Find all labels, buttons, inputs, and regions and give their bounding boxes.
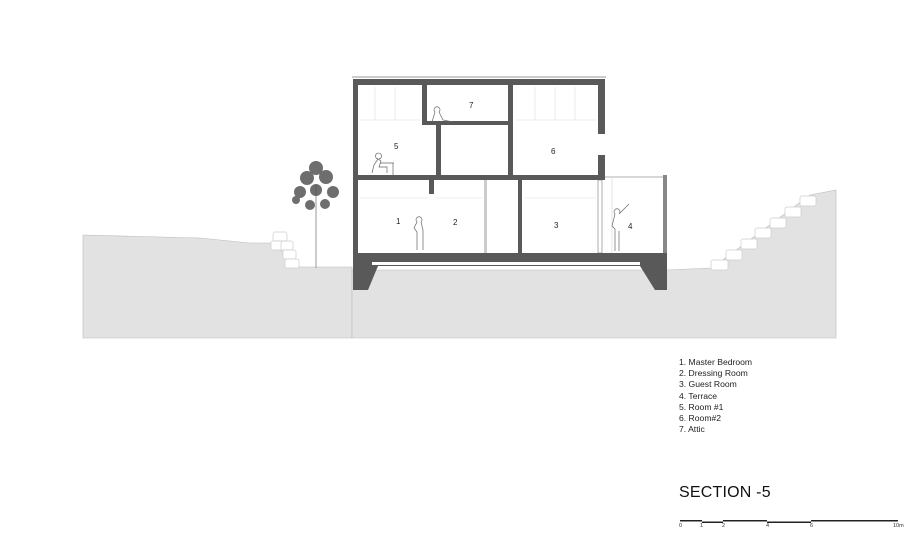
scale-tick: 2 bbox=[722, 523, 726, 529]
person-figures bbox=[371, 106, 630, 251]
retaining-blocks-right bbox=[710, 195, 817, 271]
room-legend: 1. Master Bedroom 2. Dressing Room 3. Gu… bbox=[679, 357, 752, 435]
person-standing-icon bbox=[413, 216, 424, 250]
desk-icon bbox=[380, 162, 394, 175]
scale-tick: 0 bbox=[679, 523, 683, 529]
room-tag-5: 5 bbox=[394, 142, 399, 151]
section-title: SECTION -5 bbox=[679, 484, 771, 501]
room-tag-4: 4 bbox=[628, 222, 633, 231]
legend-item: 5. Room #1 bbox=[679, 401, 724, 412]
legend-item: 4. Terrace bbox=[679, 390, 718, 401]
room-tag-1: 1 bbox=[396, 217, 401, 226]
legend-item: 7. Attic bbox=[679, 424, 705, 435]
retaining-blocks-left bbox=[270, 231, 300, 269]
person-reaching-icon bbox=[611, 203, 630, 251]
legend-item: 2. Dressing Room bbox=[679, 368, 748, 379]
person-sitting-icon bbox=[371, 152, 388, 174]
legend-item: 3. Guest Room bbox=[679, 379, 737, 390]
scale-bar bbox=[680, 520, 898, 523]
tree-icon bbox=[292, 161, 339, 268]
room-tag-6: 6 bbox=[551, 147, 556, 156]
ground-mass bbox=[82, 234, 353, 339]
scale-tick: 4 bbox=[766, 523, 770, 529]
scale-tick: 6 bbox=[810, 523, 814, 529]
house-section bbox=[352, 76, 667, 290]
legend-item: 1. Master Bedroom bbox=[679, 357, 753, 367]
scale-tick: 10m bbox=[893, 523, 904, 529]
room-tag-2: 2 bbox=[453, 218, 458, 227]
room-tag-7: 7 bbox=[469, 101, 474, 110]
room-tag-3: 3 bbox=[554, 221, 559, 230]
person-reclining-icon bbox=[431, 106, 454, 123]
legend-item: 6. Room#2 bbox=[679, 413, 722, 424]
ground-mass bbox=[351, 189, 837, 339]
scale-tick: 1 bbox=[700, 523, 704, 529]
